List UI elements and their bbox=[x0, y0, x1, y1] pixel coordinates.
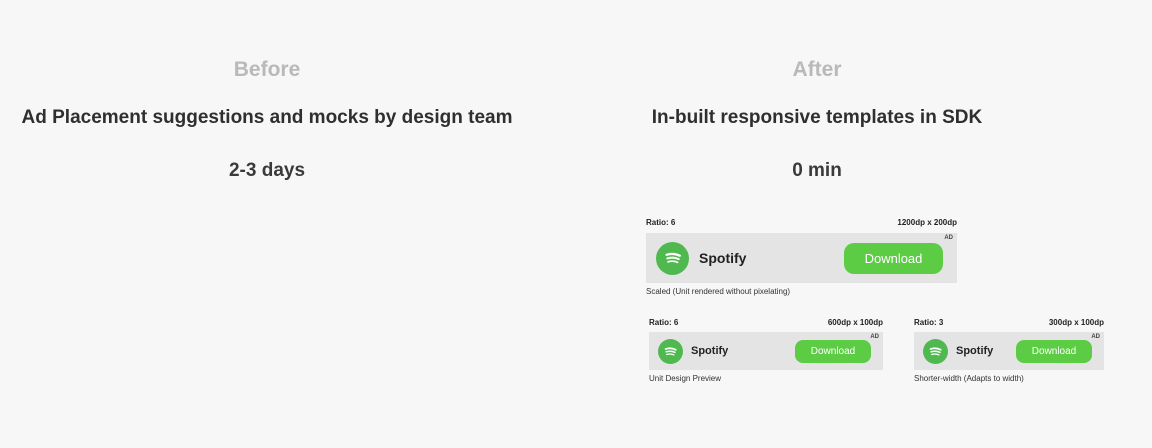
app-name: Spotify bbox=[691, 345, 729, 357]
ad-meta: Ratio: 6 600dp x 100dp bbox=[649, 317, 883, 329]
ratio-label: Ratio: 6 bbox=[649, 318, 679, 327]
app-name: Spotify bbox=[699, 250, 747, 266]
ad-caption: Shorter-width (Adapts to width) bbox=[914, 374, 1024, 383]
before-title: Ad Placement suggestions and mocks by de… bbox=[21, 107, 513, 128]
spotify-logo-icon bbox=[923, 338, 948, 364]
size-label: 600dp x 100dp bbox=[827, 318, 883, 327]
ad-tag: AD bbox=[944, 235, 953, 241]
ad-caption: Scaled (Unit rendered without pixelating… bbox=[646, 287, 791, 296]
spotify-logo-icon bbox=[658, 338, 683, 364]
ad-meta: Ratio: 3 300dp x 100dp bbox=[914, 317, 1104, 329]
size-label: 1200dp x 200dp bbox=[897, 218, 957, 227]
ratio-label: Ratio: 3 bbox=[914, 318, 944, 327]
after-heading: After bbox=[792, 58, 842, 81]
ad-tag: AD bbox=[1091, 334, 1100, 340]
app-name: Spotify bbox=[956, 345, 994, 357]
size-label: 300dp x 100dp bbox=[1048, 318, 1104, 327]
download-button[interactable]: Download bbox=[1016, 339, 1092, 363]
ad-preview-large: Ratio: 6 1200dp x 200dp AD Spotify Downl… bbox=[646, 217, 957, 296]
download-button[interactable]: Download bbox=[795, 339, 871, 363]
ad-unit[interactable]: AD Spotify Download bbox=[914, 332, 1104, 370]
ad-meta: Ratio: 6 1200dp x 200dp bbox=[646, 217, 957, 229]
ad-preview-narrow: Ratio: 3 300dp x 100dp AD Spotify Downlo… bbox=[914, 317, 1104, 383]
ad-caption: Unit Design Preview bbox=[649, 374, 722, 383]
ad-unit[interactable]: AD Spotify Download bbox=[646, 233, 957, 283]
ad-unit[interactable]: AD Spotify Download bbox=[649, 332, 883, 370]
after-time: 0 min bbox=[792, 160, 842, 181]
ratio-label: Ratio: 6 bbox=[646, 218, 676, 227]
after-title: In-built responsive templates in SDK bbox=[651, 107, 983, 128]
before-heading: Before bbox=[233, 58, 301, 81]
before-time: 2-3 days bbox=[228, 160, 306, 181]
ad-preview-medium: Ratio: 6 600dp x 100dp AD Spotify Downlo… bbox=[649, 317, 883, 383]
ad-tag: AD bbox=[870, 334, 879, 340]
spotify-logo-icon bbox=[656, 241, 689, 275]
download-button[interactable]: Download bbox=[844, 242, 943, 274]
